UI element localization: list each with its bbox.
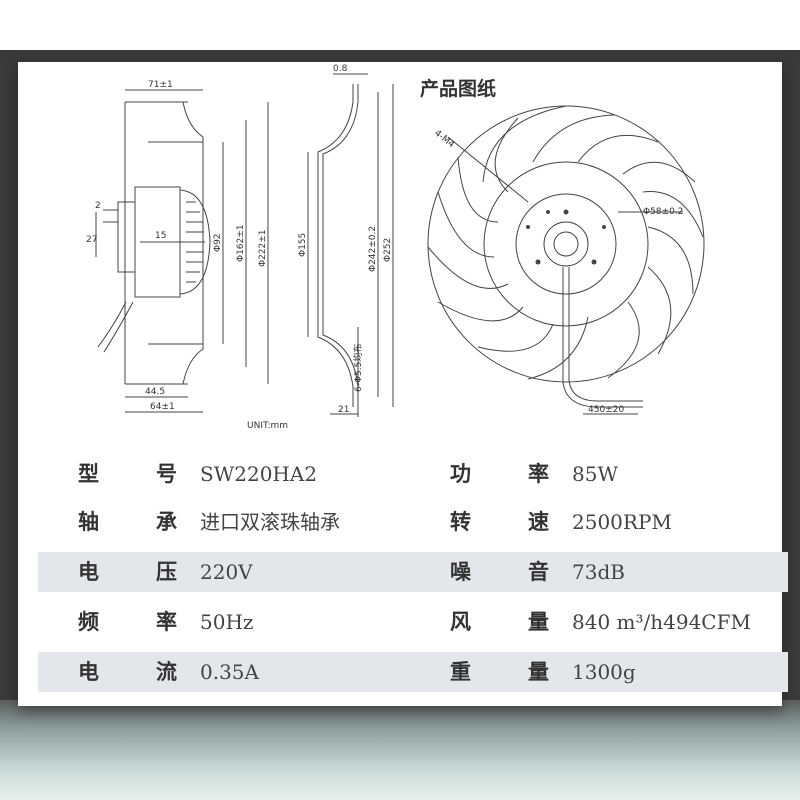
spec-label-char: 噪: [450, 560, 471, 584]
spec-value: 进口双滚珠轴承: [200, 510, 340, 534]
spec-label-char: 承: [156, 510, 177, 534]
dim-d155: Φ155: [298, 233, 308, 257]
drawing-title: 产品图纸: [420, 77, 496, 100]
dim-thickness: 0.8: [333, 64, 348, 74]
spec-label-char: 电: [78, 660, 99, 684]
spec-label-char: 风: [450, 610, 471, 634]
spec-label-char: 量: [528, 660, 549, 684]
dim-top-width: 71±1: [148, 80, 173, 90]
spec-label-char: 音: [528, 560, 549, 584]
dim-bottom-inner: 44.5: [145, 387, 165, 397]
spec-label-char: 频: [78, 610, 99, 634]
dim-shaft-2: 2: [95, 201, 101, 211]
spec-label-char: 流: [156, 660, 177, 684]
spec-label-char: 率: [528, 462, 549, 486]
dim-d242: Φ242±0.2: [368, 226, 378, 272]
spec-label-char: 型: [78, 462, 99, 486]
dim-d252: Φ252: [383, 238, 393, 262]
dim-d162: Φ162±1: [236, 224, 246, 262]
dim-d222: Φ222±1: [258, 229, 268, 267]
spec-row: 频 率 50Hz 风 量 840 m³/h494CFM: [38, 602, 788, 642]
spec-value: SW220HA2: [200, 462, 318, 486]
spec-row: 轴 承 进口双滚珠轴承 转 速 2500RPM: [38, 502, 788, 542]
spec-value: 840 m³/h494CFM: [572, 610, 751, 634]
spec-value: 1300g: [572, 660, 636, 684]
spec-label-char: 号: [156, 462, 177, 486]
spec-label-char: 转: [450, 510, 471, 534]
spec-value: 85W: [572, 462, 619, 486]
spec-value: 73dB: [572, 560, 625, 584]
spec-label-char: 率: [156, 610, 177, 634]
spec-row: 型 号 SW220HA2 功 率 85W: [38, 454, 788, 494]
background-floor: [0, 700, 800, 800]
front-view: [427, 105, 705, 415]
spec-label-char: 轴: [78, 510, 99, 534]
spec-label-char: 重: [450, 660, 471, 684]
spec-value: 50Hz: [200, 610, 254, 634]
spec-value: 220V: [200, 560, 253, 584]
dim-cable: 450±20: [588, 405, 624, 415]
spec-value: 2500RPM: [572, 510, 672, 534]
dim-holes: 6-Φ5.5均布: [352, 344, 364, 392]
spec-label-char: 速: [528, 510, 549, 534]
dim-shaft-15: 15: [155, 231, 166, 241]
dim-screws: 4-M4: [432, 128, 456, 150]
mount-holes: [526, 209, 606, 265]
dim-bottom-outer: 64±1: [150, 402, 175, 412]
technical-drawing: 产品图纸 71±1 44.5 64±1 2 27 15 Φ92 Φ162±1 Φ…: [86, 64, 705, 431]
spec-label-char: 电: [78, 560, 99, 584]
section-view: [307, 73, 394, 417]
dim-depth: 21: [338, 405, 349, 415]
side-view: [95, 89, 269, 413]
spec-value: 0.35A: [200, 660, 259, 684]
dim-shaft-27: 27: [86, 235, 97, 245]
spec-row: 电 压 220V 噪 音 73dB: [38, 552, 788, 592]
spec-label-char: 量: [528, 610, 549, 634]
spec-row: 电 流 0.35A 重 量 1300g: [38, 652, 788, 692]
product-card: 产品图纸 71±1 44.5 64±1 2 27 15 Φ92 Φ162±1 Φ…: [18, 62, 788, 706]
unit-label: UNIT:mm: [247, 421, 288, 431]
spec-label-char: 压: [156, 560, 177, 584]
dim-d92: Φ92: [213, 233, 223, 252]
dim-d58: Φ58±0.2: [643, 207, 683, 217]
spec-label-char: 功: [450, 462, 471, 486]
